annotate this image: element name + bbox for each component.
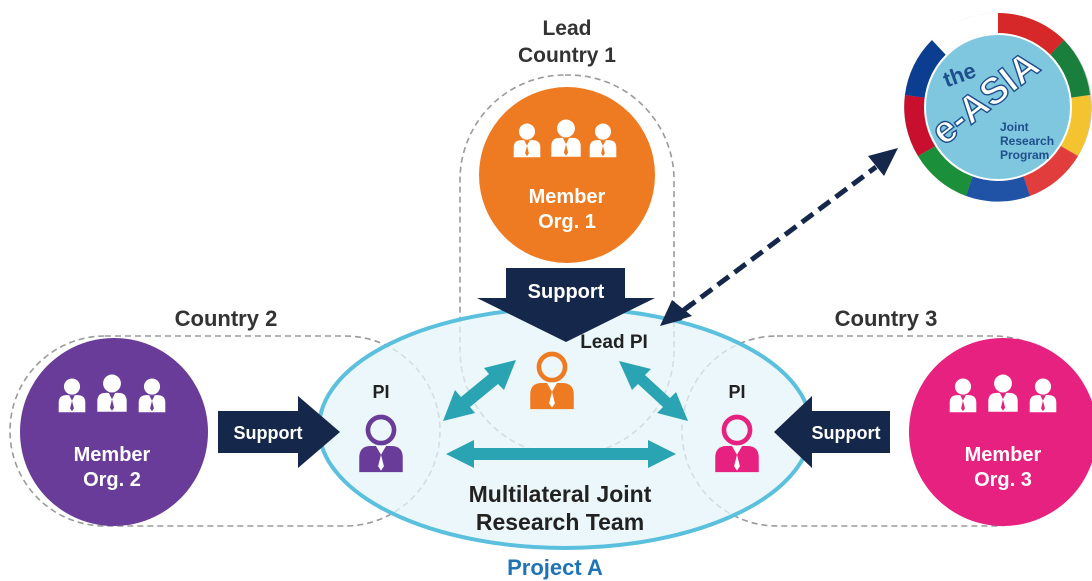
member-org-2-label-line2: Org. 2 (83, 469, 141, 491)
e-asia-logo: the e-ASIA Joint Research Program (904, 12, 1092, 202)
country2-boundary (9, 335, 441, 527)
lead-pi: Lead PI (530, 332, 648, 409)
member-org-1-label-line1: Member (529, 186, 606, 208)
team-label-line2: Research Team (476, 509, 644, 535)
project-label: Project A (507, 555, 603, 580)
member-org-3-people-icon (949, 374, 1057, 413)
member-org-1-people-icon (513, 119, 617, 158)
right-pi-label: PI (728, 382, 745, 402)
logo-connector-arrow (660, 148, 898, 326)
support-arrow-top: Support (477, 268, 655, 342)
logo-text-program: Program (1000, 148, 1049, 162)
support-arrow-top-label: Support (528, 281, 605, 303)
support-arrow-left: Support (218, 396, 340, 468)
country3-title: Country 3 (835, 306, 938, 331)
lead-country-title-line1: Lead (542, 17, 591, 40)
logo-flag-ring (904, 12, 1091, 202)
member-org-2-label-line1: Member (74, 444, 151, 466)
member-org-2-people-icon (58, 374, 166, 413)
member-org-2: Member Org. 2 (20, 338, 208, 526)
teal-arrow-left-diagonal (443, 360, 516, 421)
member-org-1: Member Org. 1 (479, 87, 655, 263)
team-label-line1: Multilateral Joint (469, 481, 652, 507)
lead-country-title-line2: Country 1 (518, 44, 616, 67)
support-arrow-right: Support (774, 396, 890, 468)
teal-arrow-horizontal (446, 440, 676, 468)
support-arrow-right-label: Support (812, 423, 881, 443)
left-pi-label: PI (372, 382, 389, 402)
member-org-1-label-line2: Org. 1 (538, 211, 596, 233)
right-pi: PI (715, 382, 759, 472)
logo-text-research: Research (1000, 134, 1054, 148)
logo-text-joint: Joint (1000, 120, 1029, 134)
lead-pi-label: Lead PI (580, 332, 648, 353)
teal-arrow-right-diagonal (619, 361, 688, 421)
member-org-3-label-line2: Org. 3 (974, 469, 1032, 491)
support-arrow-left-label: Support (234, 423, 303, 443)
member-org-3: Member Org. 3 (909, 338, 1092, 526)
left-pi: PI (359, 382, 403, 472)
country2-title: Country 2 (175, 306, 278, 331)
member-org-3-label-line1: Member (965, 444, 1042, 466)
